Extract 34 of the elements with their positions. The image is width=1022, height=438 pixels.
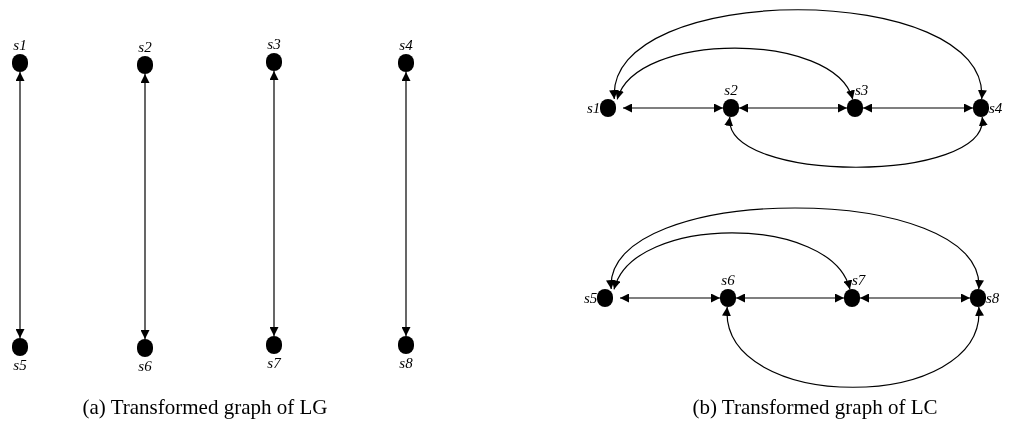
double-arrow bbox=[622, 103, 724, 113]
vertex-label: s7 bbox=[852, 271, 866, 289]
double-arrow bbox=[15, 71, 25, 339]
double-arrow bbox=[727, 116, 985, 168]
double-arrow bbox=[611, 9, 985, 100]
vertex-label: s4 bbox=[399, 36, 413, 54]
double-arrow bbox=[723, 306, 983, 388]
vertex-label: s3 bbox=[267, 35, 281, 53]
vertex-label: s4 bbox=[989, 99, 1003, 117]
double-arrow bbox=[608, 207, 982, 290]
double-arrow bbox=[619, 293, 721, 303]
caption: (b) Transformed graph of LC bbox=[692, 394, 938, 421]
vertex-label: s6 bbox=[721, 271, 735, 289]
double-arrow bbox=[613, 232, 851, 290]
double-arrow bbox=[401, 71, 411, 337]
vertex-label: s8 bbox=[399, 354, 413, 372]
double-arrow bbox=[735, 293, 845, 303]
vertex-label: s6 bbox=[138, 357, 152, 375]
vertex-label: s1 bbox=[587, 99, 601, 117]
double-arrow bbox=[862, 103, 974, 113]
double-arrow bbox=[738, 103, 848, 113]
double-arrow bbox=[616, 47, 854, 100]
double-arrow bbox=[140, 73, 150, 340]
vertex-label: s2 bbox=[724, 81, 738, 99]
vertex-label: s3 bbox=[855, 81, 869, 99]
double-arrow bbox=[859, 293, 971, 303]
vertex-label: s5 bbox=[13, 356, 27, 374]
vertex-label: s8 bbox=[986, 289, 1000, 307]
vertex-label: s1 bbox=[13, 36, 27, 54]
double-arrow bbox=[269, 70, 279, 337]
vertex-label: s2 bbox=[138, 38, 152, 56]
vertex-label: s7 bbox=[267, 354, 281, 372]
caption: (a) Transformed graph of LG bbox=[82, 394, 328, 421]
vertex-label: s5 bbox=[584, 289, 598, 307]
